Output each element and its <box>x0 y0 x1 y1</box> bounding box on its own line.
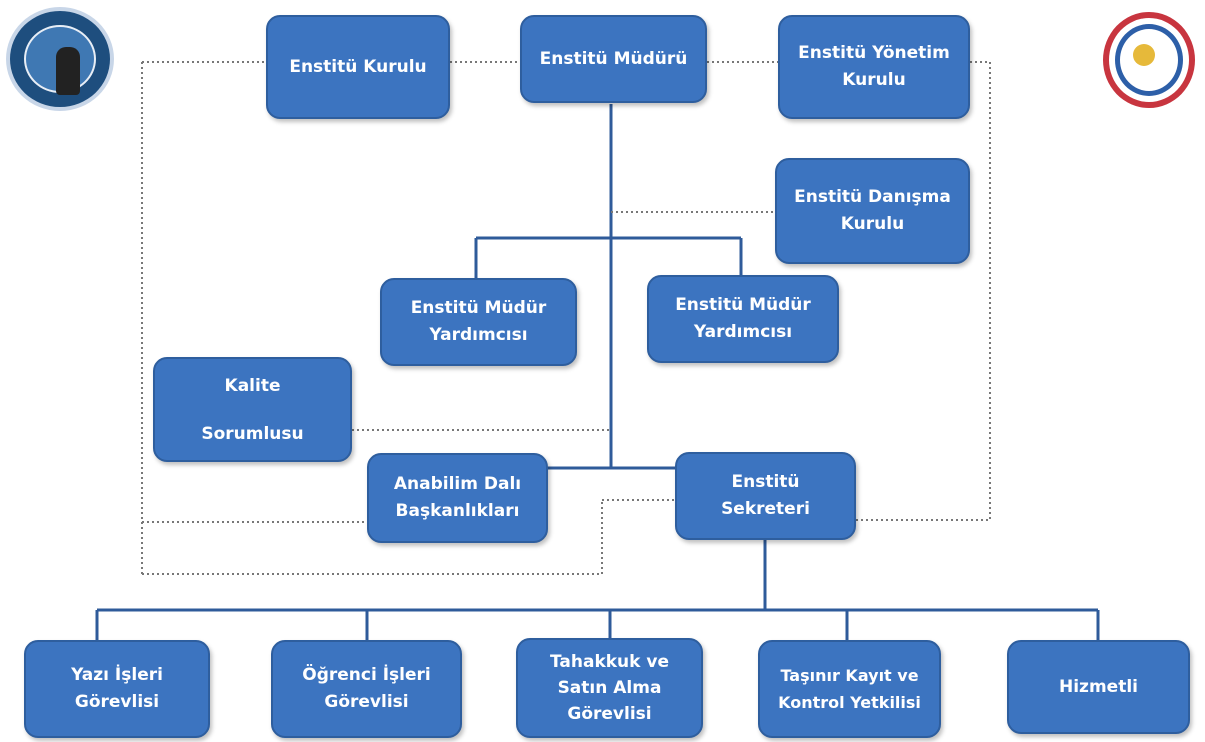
box-label: Enstitü Müdür <box>675 295 811 315</box>
box-label: Görevlisi <box>324 692 409 712</box>
box-enstitu-yonetim-kurulu[interactable]: Enstitü Yönetim Kurulu <box>778 15 970 119</box>
box-label: Tahakkuk ve <box>550 652 669 672</box>
box-label: Anabilim Dalı <box>393 474 522 494</box>
box-label: Taşınır Kayıt ve <box>780 666 919 685</box>
box-tahakkuk-satin-alma-gorevlisi[interactable]: Tahakkuk ve Satın Alma Görevlisi <box>516 638 703 738</box>
box-label: Sekreteri <box>721 499 810 519</box>
box-label: Enstitü Yönetim <box>798 43 950 63</box>
box-label: Kontrol Yetkilisi <box>778 693 921 712</box>
box-label: Görevlisi <box>74 692 160 712</box>
box-enstitu-mudur-yardimcisi-1[interactable]: Enstitü Müdür Yardımcısı <box>380 278 577 366</box>
box-yazi-isleri-gorevlisi[interactable]: Yazı İşleri Görevlisi <box>24 640 210 738</box>
box-enstitu-kurulu[interactable]: Enstitü Kurulu <box>266 15 450 119</box>
institute-emblem-icon <box>1103 12 1195 108</box>
box-label: Hizmetli <box>1059 676 1138 697</box>
box-hizmetli[interactable]: Hizmetli <box>1007 640 1190 734</box>
box-label: Yazı İşleri <box>71 665 163 685</box>
university-seal-icon <box>6 7 114 111</box>
box-label: Enstitü Müdürü <box>539 48 688 69</box>
box-enstitu-muduru[interactable]: Enstitü Müdürü <box>520 15 707 103</box>
box-label: Yardımcısı <box>693 322 793 342</box>
box-label: Kurulu <box>842 70 906 90</box>
box-enstitu-mudur-yardimcisi-2[interactable]: Enstitü Müdür Yardımcısı <box>647 275 839 363</box>
box-anabilim-dali-baskanliklari[interactable]: Anabilim Dalı Başkanlıkları <box>367 453 548 543</box>
box-label: Enstitü Danışma <box>794 187 951 207</box>
box-enstitu-danisma-kurulu[interactable]: Enstitü Danışma Kurulu <box>775 158 970 264</box>
box-tasinir-kayit-kontrol-yetkilisi[interactable]: Taşınır Kayıt ve Kontrol Yetkilisi <box>758 640 941 738</box>
box-label: Enstitü Kurulu <box>289 56 427 77</box>
box-label: Satın Alma <box>557 678 662 698</box>
box-label: Başkanlıkları <box>395 501 520 521</box>
box-ogrenci-isleri-gorevlisi[interactable]: Öğrenci İşleri Görevlisi <box>271 640 462 738</box>
box-label: Yardımcısı <box>429 325 528 345</box>
box-label: Enstitü <box>731 472 800 492</box>
box-label: Kurulu <box>840 214 905 234</box>
box-label: Sorumlusu <box>201 423 304 444</box>
box-label: Görevlisi <box>567 704 652 724</box>
box-label: Öğrenci İşleri <box>302 665 431 685</box>
box-kalite-sorumlusu[interactable]: Kalite Sorumlusu <box>153 357 352 462</box>
box-label: Kalite <box>224 375 281 396</box>
box-label: Enstitü Müdür <box>410 298 547 318</box>
box-enstitu-sekreteri[interactable]: Enstitü Sekreteri <box>675 452 856 540</box>
